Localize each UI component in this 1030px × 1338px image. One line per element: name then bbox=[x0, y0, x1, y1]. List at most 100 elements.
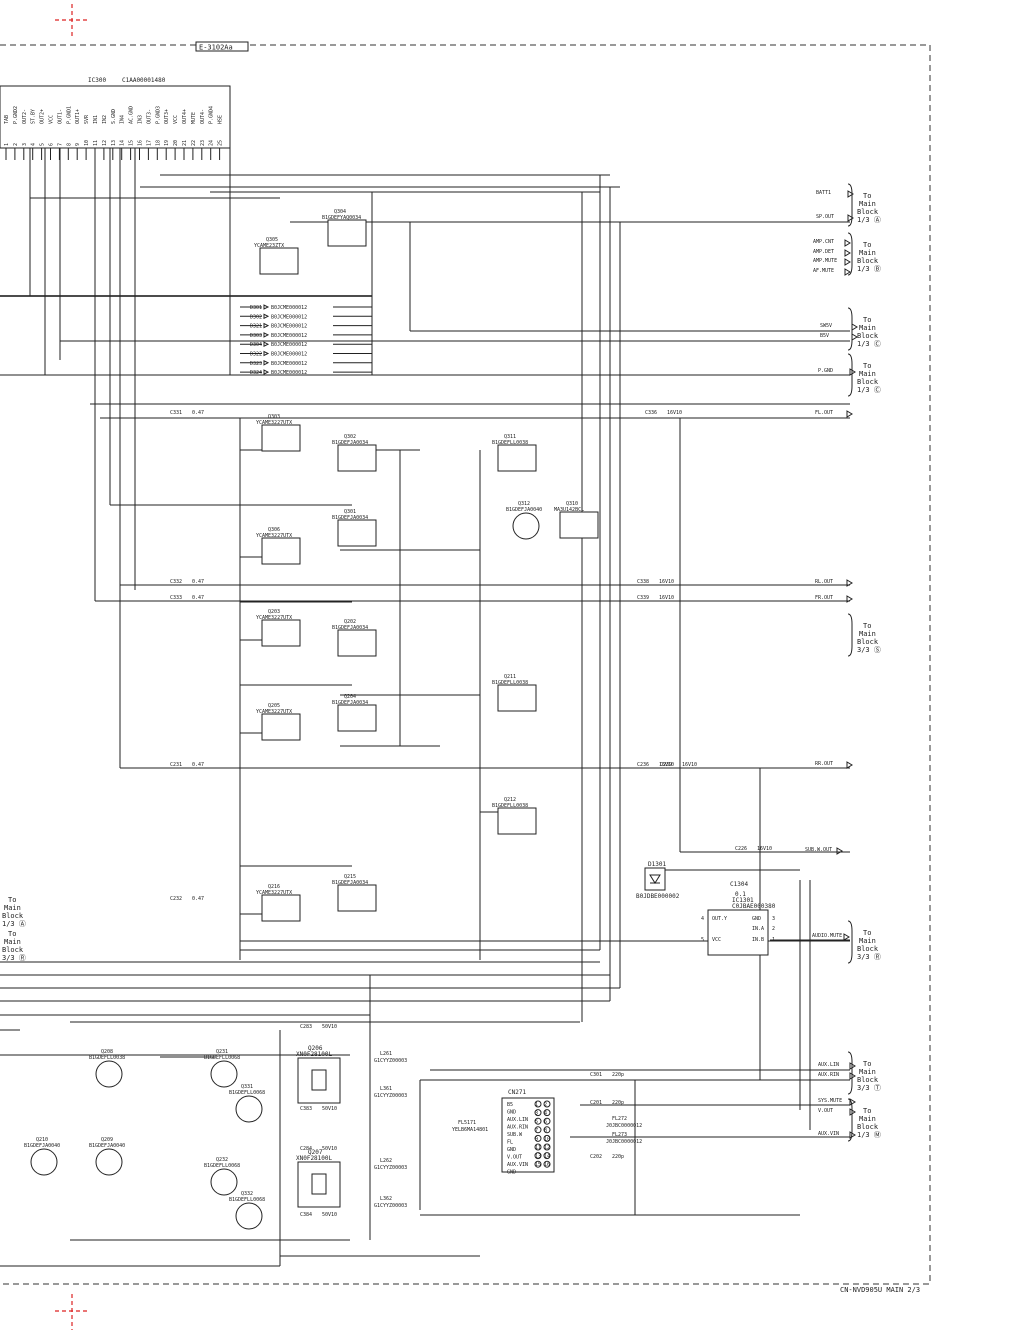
drawing-id: E-3102Aa bbox=[199, 44, 233, 52]
transistor-part: B1GDEFJA0040 bbox=[89, 1143, 125, 1149]
ic300-pin-number: 22 bbox=[191, 140, 197, 146]
connector-label: AUDIO.MUTE bbox=[812, 933, 842, 939]
sheet-border bbox=[0, 44, 931, 1285]
dest-word-main: Main bbox=[859, 370, 876, 378]
ic300-pin-number: 25 bbox=[218, 140, 224, 146]
connector-label: SW5V bbox=[820, 323, 832, 329]
inductor-part: J0JBC0000012 bbox=[606, 1123, 642, 1129]
cn271-pin-number: 8 bbox=[544, 1128, 547, 1134]
transistor-part: YCAME23ZTX bbox=[254, 243, 284, 249]
dest-word-to: To bbox=[863, 622, 871, 630]
connector-label: FL.OUT bbox=[815, 410, 833, 416]
cn271-pin-number: 5 bbox=[535, 1119, 538, 1125]
connector-label: AMP.CNT bbox=[813, 239, 834, 245]
dest-word-to: To bbox=[863, 1107, 871, 1115]
q207-ref: Q207 bbox=[308, 1149, 323, 1156]
ic300-pin-label: VCC bbox=[49, 115, 55, 124]
ic300-pin-number: 4 bbox=[31, 143, 37, 146]
connector-label: B5V bbox=[820, 333, 829, 339]
dest-word-block: Block bbox=[857, 257, 879, 265]
ic300-pin-label: OUT4+ bbox=[182, 109, 188, 124]
capacitor-value: 16V10 bbox=[659, 595, 674, 601]
transistor-part: YCAME3227UTX bbox=[256, 615, 292, 621]
cn271-pin-label: GND bbox=[507, 1170, 516, 1176]
cn271-pin-label: SUB.W bbox=[507, 1132, 523, 1138]
transistor-symbol bbox=[497, 444, 537, 472]
transistor-symbol bbox=[337, 444, 377, 472]
ic300-part: C1AA00001480 bbox=[122, 77, 166, 84]
transistor-part: B1GDEFJA0034 bbox=[332, 440, 368, 446]
inductor-part: G1CYYZ00003 bbox=[374, 1058, 407, 1064]
transistor-part: B1GDEFJA0034 bbox=[332, 515, 368, 521]
cn271-pin-label: FL bbox=[507, 1140, 513, 1146]
ic300-pin-label: P.GND2 bbox=[13, 106, 19, 124]
capacitor-value: 16V10 bbox=[757, 846, 772, 852]
capacitor-value: 0.47 bbox=[192, 579, 204, 585]
ic300-pin-number: 6 bbox=[49, 143, 55, 146]
cn271-ref: CN271 bbox=[508, 1089, 526, 1096]
ic300-pin-label: OUT1- bbox=[57, 109, 63, 124]
q206-part: XN0F28100L bbox=[296, 1051, 333, 1058]
cn271-pin-label: V.OUT bbox=[507, 1155, 522, 1161]
transistor-part: YCAME3227UTX bbox=[256, 533, 292, 539]
cn271-pin-label: GND bbox=[507, 1110, 516, 1116]
ic300-pin-label: P.GND1 bbox=[66, 106, 72, 124]
ic1301-pin-num1: 1 bbox=[772, 937, 775, 943]
capacitor-ref: C336 bbox=[645, 410, 657, 416]
connector-label: AMP.MUTE bbox=[813, 258, 837, 264]
connector-label: V.OUT bbox=[818, 1108, 833, 1114]
connector-label: AUX.VIN bbox=[818, 1131, 839, 1137]
ic300-pin-label: OUT3- bbox=[146, 109, 152, 124]
connector-label: RR.OUT bbox=[815, 761, 833, 767]
capacitor-value: 220p bbox=[612, 1100, 624, 1106]
ic300-pin-number: 23 bbox=[200, 140, 206, 146]
transistor-symbol bbox=[512, 512, 540, 540]
capacitor-value: 220p bbox=[612, 1154, 624, 1160]
inductor-part: G1CYYZ00003 bbox=[374, 1165, 407, 1171]
transistor-symbol bbox=[210, 1168, 238, 1196]
ic300-pin-label: IN3 bbox=[138, 115, 144, 124]
transistor-part: MA3U142BCL bbox=[554, 507, 584, 513]
transistor-symbol bbox=[337, 884, 377, 912]
inductor-ref: FL272 bbox=[612, 1116, 627, 1122]
ic300-pin-label: P.GND3 bbox=[155, 106, 161, 124]
transistor-part: B1GDEFLL0038 bbox=[492, 440, 528, 446]
transistor-ref: Q310 bbox=[566, 501, 578, 507]
transistor-symbol bbox=[259, 247, 299, 275]
ic300-pin-label: VCC bbox=[173, 115, 179, 124]
ic300-pin-label: SVR bbox=[84, 114, 90, 124]
capacitor-ref: C384 bbox=[300, 1212, 312, 1218]
connector-label: AUX.RIN bbox=[818, 1072, 839, 1078]
transistor-ref: Q211 bbox=[504, 674, 516, 680]
transistor-part: YCAME3227UTX bbox=[256, 890, 292, 896]
transistor-ref: Q304 bbox=[334, 209, 346, 215]
transistor-ref: Q215 bbox=[344, 874, 356, 880]
diode-ref: D321 bbox=[250, 324, 262, 330]
cn271-pin-label: B5 bbox=[507, 1102, 513, 1108]
ic1301-ref: IC1301 bbox=[732, 897, 754, 904]
inductor-part: YELB6MA14801 bbox=[452, 1127, 488, 1133]
drawing-id-box bbox=[195, 41, 249, 52]
d1301-ref: D1301 bbox=[648, 861, 666, 868]
cn271-pin-number: 12 bbox=[544, 1145, 550, 1151]
cn271-pin-number: 9 bbox=[535, 1136, 538, 1142]
transistor-ref: Q205 bbox=[268, 703, 280, 709]
inductor-ref: L361 bbox=[380, 1086, 392, 1092]
capacitor-ref: C331 bbox=[170, 410, 182, 416]
transistor-ref: Q301 bbox=[344, 509, 356, 515]
inductor-ref: FL273 bbox=[612, 1132, 627, 1138]
ic300-pin-label: AC.GND bbox=[129, 106, 135, 124]
diode-part: B0JCME000012 bbox=[271, 352, 307, 358]
inductor-ref: L362 bbox=[380, 1196, 392, 1202]
transistor-symbol bbox=[337, 629, 377, 657]
transistor-ref: Q232 bbox=[216, 1157, 228, 1163]
ic300-pin-label: OUT2- bbox=[22, 109, 28, 124]
transistor-ref: Q305 bbox=[266, 237, 278, 243]
transistor-symbol bbox=[261, 619, 301, 647]
diode-part: B0JCME000012 bbox=[271, 361, 307, 367]
transistor-ref: Q216 bbox=[268, 884, 280, 890]
cn271-pin-number: 16 bbox=[544, 1162, 550, 1168]
diode-part: B0JCME000012 bbox=[271, 305, 307, 311]
